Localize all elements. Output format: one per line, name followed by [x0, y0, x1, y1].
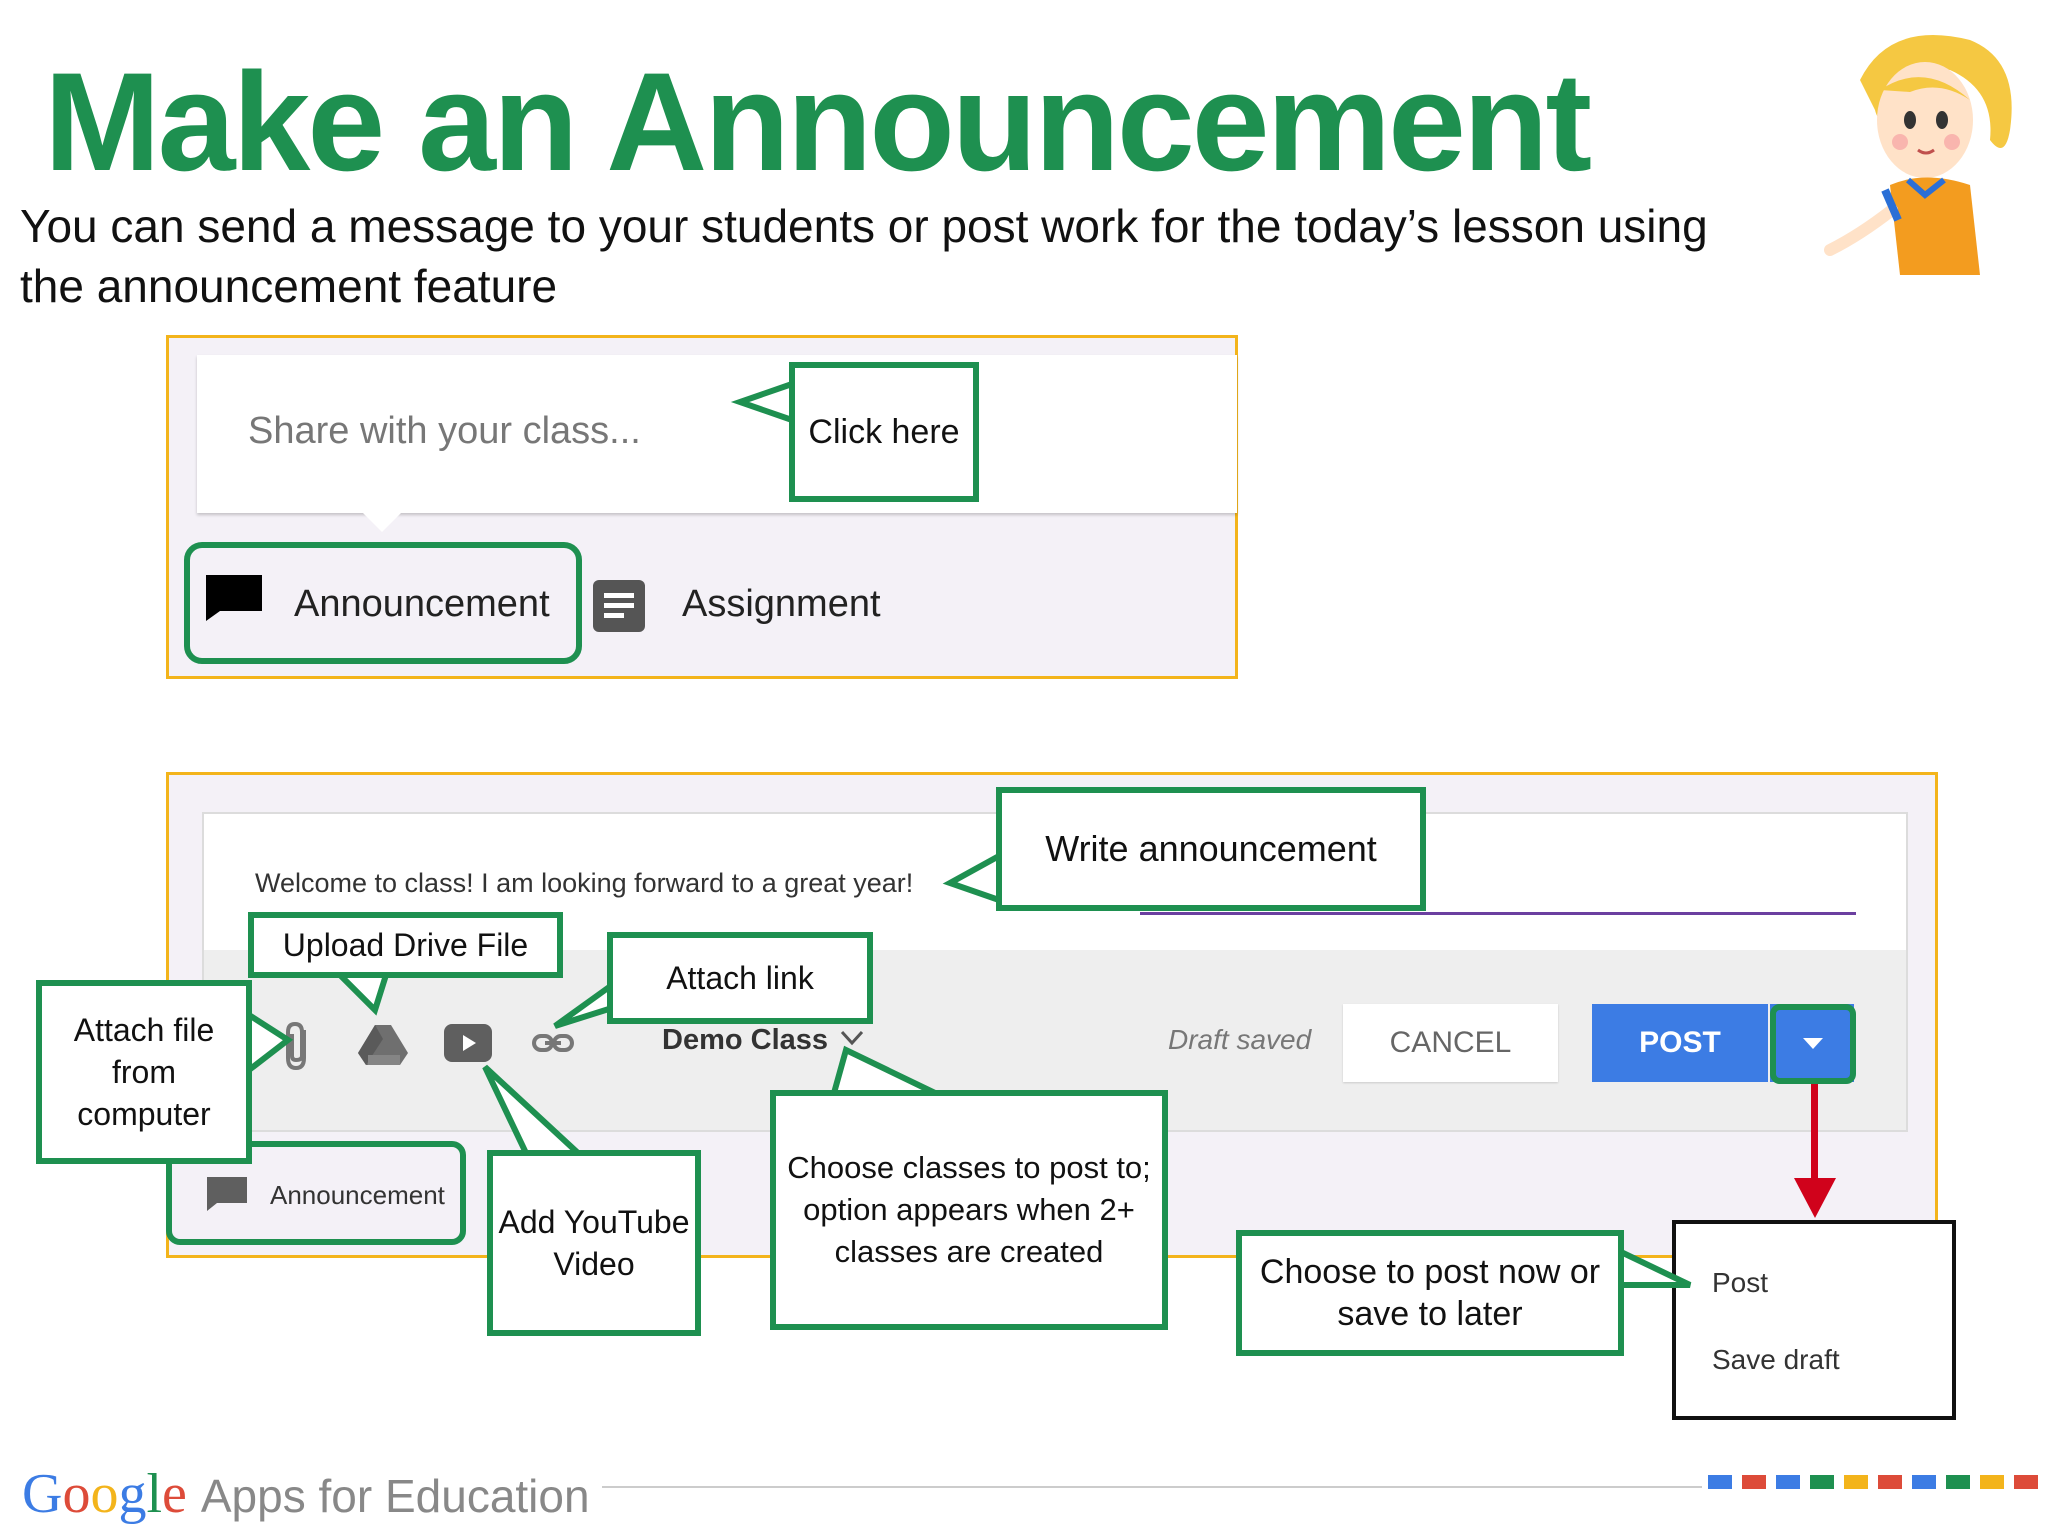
color-square — [1980, 1475, 2004, 1489]
color-square — [1810, 1475, 1834, 1489]
logo-letter: o — [62, 1463, 91, 1525]
callout-text: Attach link — [666, 960, 814, 996]
chevron-down-icon[interactable] — [840, 1030, 864, 1046]
callout-text: Upload Drive File — [282, 927, 529, 963]
post-options-highlight — [1770, 1004, 1856, 1084]
color-square — [1708, 1475, 1732, 1489]
callout-text: Choose classes to post to; option appear… — [787, 1150, 1151, 1269]
callout-choose-classes: Choose classes to post to; option appear… — [770, 1090, 1168, 1330]
logo-letter: o — [90, 1463, 119, 1525]
color-square — [1946, 1475, 1970, 1489]
callout-upload-drive-file: Upload Drive File — [248, 912, 563, 978]
assignment-button[interactable]: Assignment — [682, 583, 881, 625]
page-subtitle: You can send a message to your students … — [20, 200, 1708, 312]
announcement-button[interactable]: Announcement — [294, 583, 550, 625]
color-square — [1878, 1475, 1902, 1489]
color-square — [1912, 1475, 1936, 1489]
callout-click-here: Click here — [789, 362, 979, 502]
text-field-underline — [1140, 912, 1856, 915]
callout-write-announcement: Write announcement — [996, 787, 1426, 911]
menu-item-post[interactable]: Post — [1712, 1267, 1769, 1298]
callout-choose-post: Choose to post now or save to later — [1236, 1230, 1624, 1356]
assignment-icon[interactable] — [593, 580, 645, 632]
color-square — [2014, 1475, 2038, 1489]
color-square — [1742, 1475, 1766, 1489]
red-arrow-head — [1794, 1178, 1836, 1218]
page-title: Make an Announcement — [44, 43, 1592, 200]
class-select[interactable]: Demo Class — [662, 1024, 829, 1056]
dropdown-caret-icon — [1803, 1038, 1823, 1049]
post-button[interactable]: POST — [1592, 1004, 1768, 1082]
logo-letter: g — [118, 1463, 147, 1525]
attach-file-icon[interactable] — [282, 1020, 314, 1072]
callout-text: Write announcement — [1045, 828, 1377, 869]
footer-divider — [602, 1486, 1702, 1488]
announcement-tag-label: Announcement — [270, 1180, 445, 1210]
footer-product: Apps for Education — [200, 1470, 590, 1522]
color-square — [1844, 1475, 1868, 1489]
logo-letter: G — [22, 1463, 63, 1525]
menu-item-save-draft[interactable]: Save draft — [1712, 1344, 1840, 1375]
announcement-text-field[interactable]: Welcome to class! I am looking forward t… — [255, 868, 914, 898]
link-icon[interactable] — [532, 1030, 574, 1056]
share-card[interactable] — [197, 355, 1237, 513]
callout-attach-file: Attach file from computer — [36, 980, 252, 1164]
callout-text: Choose to post now or save to later — [1259, 1253, 1601, 1333]
share-card-notch — [360, 510, 404, 532]
announcement-icon[interactable] — [204, 573, 264, 621]
drive-icon[interactable] — [358, 1025, 408, 1065]
logo-letter: l — [146, 1463, 163, 1525]
cancel-button[interactable]: CANCEL — [1343, 1004, 1558, 1082]
footer-color-squares — [1708, 1475, 2040, 1489]
callout-attach-link: Attach link — [607, 932, 873, 1024]
announcement-tag-highlight — [166, 1141, 466, 1245]
color-square — [1776, 1475, 1800, 1489]
draft-status: Draft saved — [1168, 1024, 1312, 1055]
youtube-icon[interactable] — [444, 1024, 492, 1062]
callout-text: Add YouTube Video — [498, 1204, 690, 1282]
callout-text: Click here — [808, 413, 960, 451]
logo-letter: e — [162, 1463, 187, 1525]
callout-add-youtube: Add YouTube Video — [487, 1150, 701, 1336]
post-options-menu — [1672, 1220, 1956, 1420]
share-input-placeholder[interactable]: Share with your class... — [248, 410, 641, 452]
google-logo: Google — [22, 1463, 187, 1525]
footer-logo: Google Apps for Education — [22, 1462, 590, 1526]
girl-illustration — [1824, 35, 2012, 275]
callout-text: Attach file from computer — [73, 1012, 215, 1132]
announcement-highlight — [184, 542, 582, 664]
red-arrow-shaft — [1811, 1084, 1818, 1180]
announcement-icon — [207, 1177, 247, 1211]
